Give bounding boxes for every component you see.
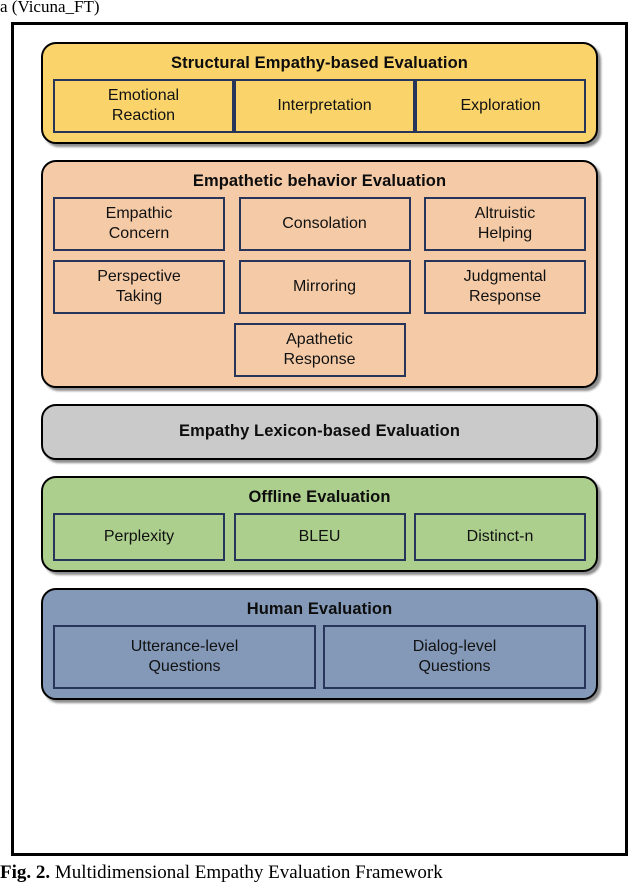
section-empathetic-behavior: Empathetic behavior Evaluation Empathic … — [41, 160, 598, 388]
section-human-evaluation: Human Evaluation Utterance-level Questio… — [41, 588, 598, 700]
item-label-line1: Empathic — [105, 205, 173, 222]
item-altruistic-helping[interactable]: Altruistic Helping — [424, 197, 586, 251]
item-mirroring[interactable]: Mirroring — [238, 260, 411, 314]
figure-frame: Structural Empathy-based Evaluation Emot… — [11, 22, 628, 856]
item-consolation[interactable]: Consolation — [238, 197, 411, 251]
item-bleu[interactable]: BLEU — [233, 513, 406, 561]
section-title-human: Human Evaluation — [246, 600, 393, 618]
behavior-row-3: Apathetic Response — [53, 323, 586, 377]
item-judgmental-response[interactable]: Judgmental Response — [424, 260, 586, 314]
item-label-line2: Questions — [418, 658, 491, 675]
offline-row-1: Perplexity BLEU Distinct-n — [53, 513, 586, 561]
item-label-line1: Apathetic — [286, 331, 353, 348]
item-label-line1: Exploration — [460, 97, 541, 114]
item-emotional-reaction[interactable]: Emotional Reaction — [53, 79, 234, 133]
page-text-above-figure: a (Vicuna_FT) — [0, 0, 100, 16]
item-perplexity[interactable]: Perplexity — [53, 513, 225, 561]
figure-content: Structural Empathy-based Evaluation Emot… — [14, 25, 625, 853]
section-empathy-lexicon: Empathy Lexicon-based Evaluation — [41, 404, 598, 460]
item-interpretation[interactable]: Interpretation — [233, 79, 415, 133]
behavior-row-2: Perspective Taking Mirroring Judgmental … — [53, 260, 586, 314]
item-label-line2: Response — [283, 351, 356, 368]
section-title-offline: Offline Evaluation — [248, 488, 391, 506]
human-row-1: Utterance-level Questions Dialog-level Q… — [53, 625, 586, 689]
figure-caption-text: Multidimensional Empathy Evaluation Fram… — [54, 862, 443, 883]
item-distinct-n[interactable]: Distinct-n — [414, 513, 586, 561]
item-label-line1: Mirroring — [292, 278, 357, 295]
item-dialog-level-questions[interactable]: Dialog-level Questions — [323, 625, 586, 689]
item-empathic-concern[interactable]: Empathic Concern — [53, 197, 225, 251]
item-label-line1: Consolation — [282, 215, 367, 232]
item-label-line1: Dialog-level — [412, 638, 497, 655]
item-label-line2: Response — [468, 288, 542, 305]
item-label-line2: Helping — [477, 225, 533, 242]
item-apathetic-response[interactable]: Apathetic Response — [233, 323, 406, 377]
section-structural-empathy: Structural Empathy-based Evaluation Emot… — [41, 42, 598, 144]
item-perspective-taking[interactable]: Perspective Taking — [53, 260, 225, 314]
item-label-line2: Concern — [108, 225, 170, 242]
item-label-line1: Altruistic — [474, 205, 536, 222]
item-label-line1: Emotional — [107, 87, 180, 104]
item-label-line1: Perspective — [97, 268, 181, 285]
behavior-row-1: Empathic Concern Consolation Altruistic … — [53, 197, 586, 251]
item-label-line1: Perplexity — [103, 528, 175, 545]
item-label-line1: BLEU — [298, 528, 341, 545]
item-label-line1: Judgmental — [463, 268, 547, 285]
structural-row-1: Emotional Reaction Interpretation Explor… — [53, 79, 587, 133]
figure-caption: Fig. 2. Multidimensional Empathy Evaluat… — [0, 860, 640, 884]
item-label-line2: Reaction — [111, 107, 176, 124]
item-label-line2: Questions — [148, 658, 221, 675]
section-title-lexicon: Empathy Lexicon-based Evaluation — [178, 422, 461, 440]
item-label-line1: Distinct-n — [466, 528, 534, 545]
item-exploration[interactable]: Exploration — [414, 79, 587, 133]
item-label-line1: Interpretation — [277, 97, 372, 114]
section-offline-evaluation: Offline Evaluation Perplexity BLEU Disti… — [41, 476, 598, 572]
section-title-behavior: Empathetic behavior Evaluation — [192, 172, 447, 190]
item-utterance-level-questions[interactable]: Utterance-level Questions — [53, 625, 316, 689]
figure-caption-number: Fig. 2. — [0, 862, 51, 883]
item-label-line1: Utterance-level — [130, 638, 239, 655]
item-label-line2: Taking — [115, 288, 163, 305]
section-title-structural: Structural Empathy-based Evaluation — [171, 54, 468, 72]
